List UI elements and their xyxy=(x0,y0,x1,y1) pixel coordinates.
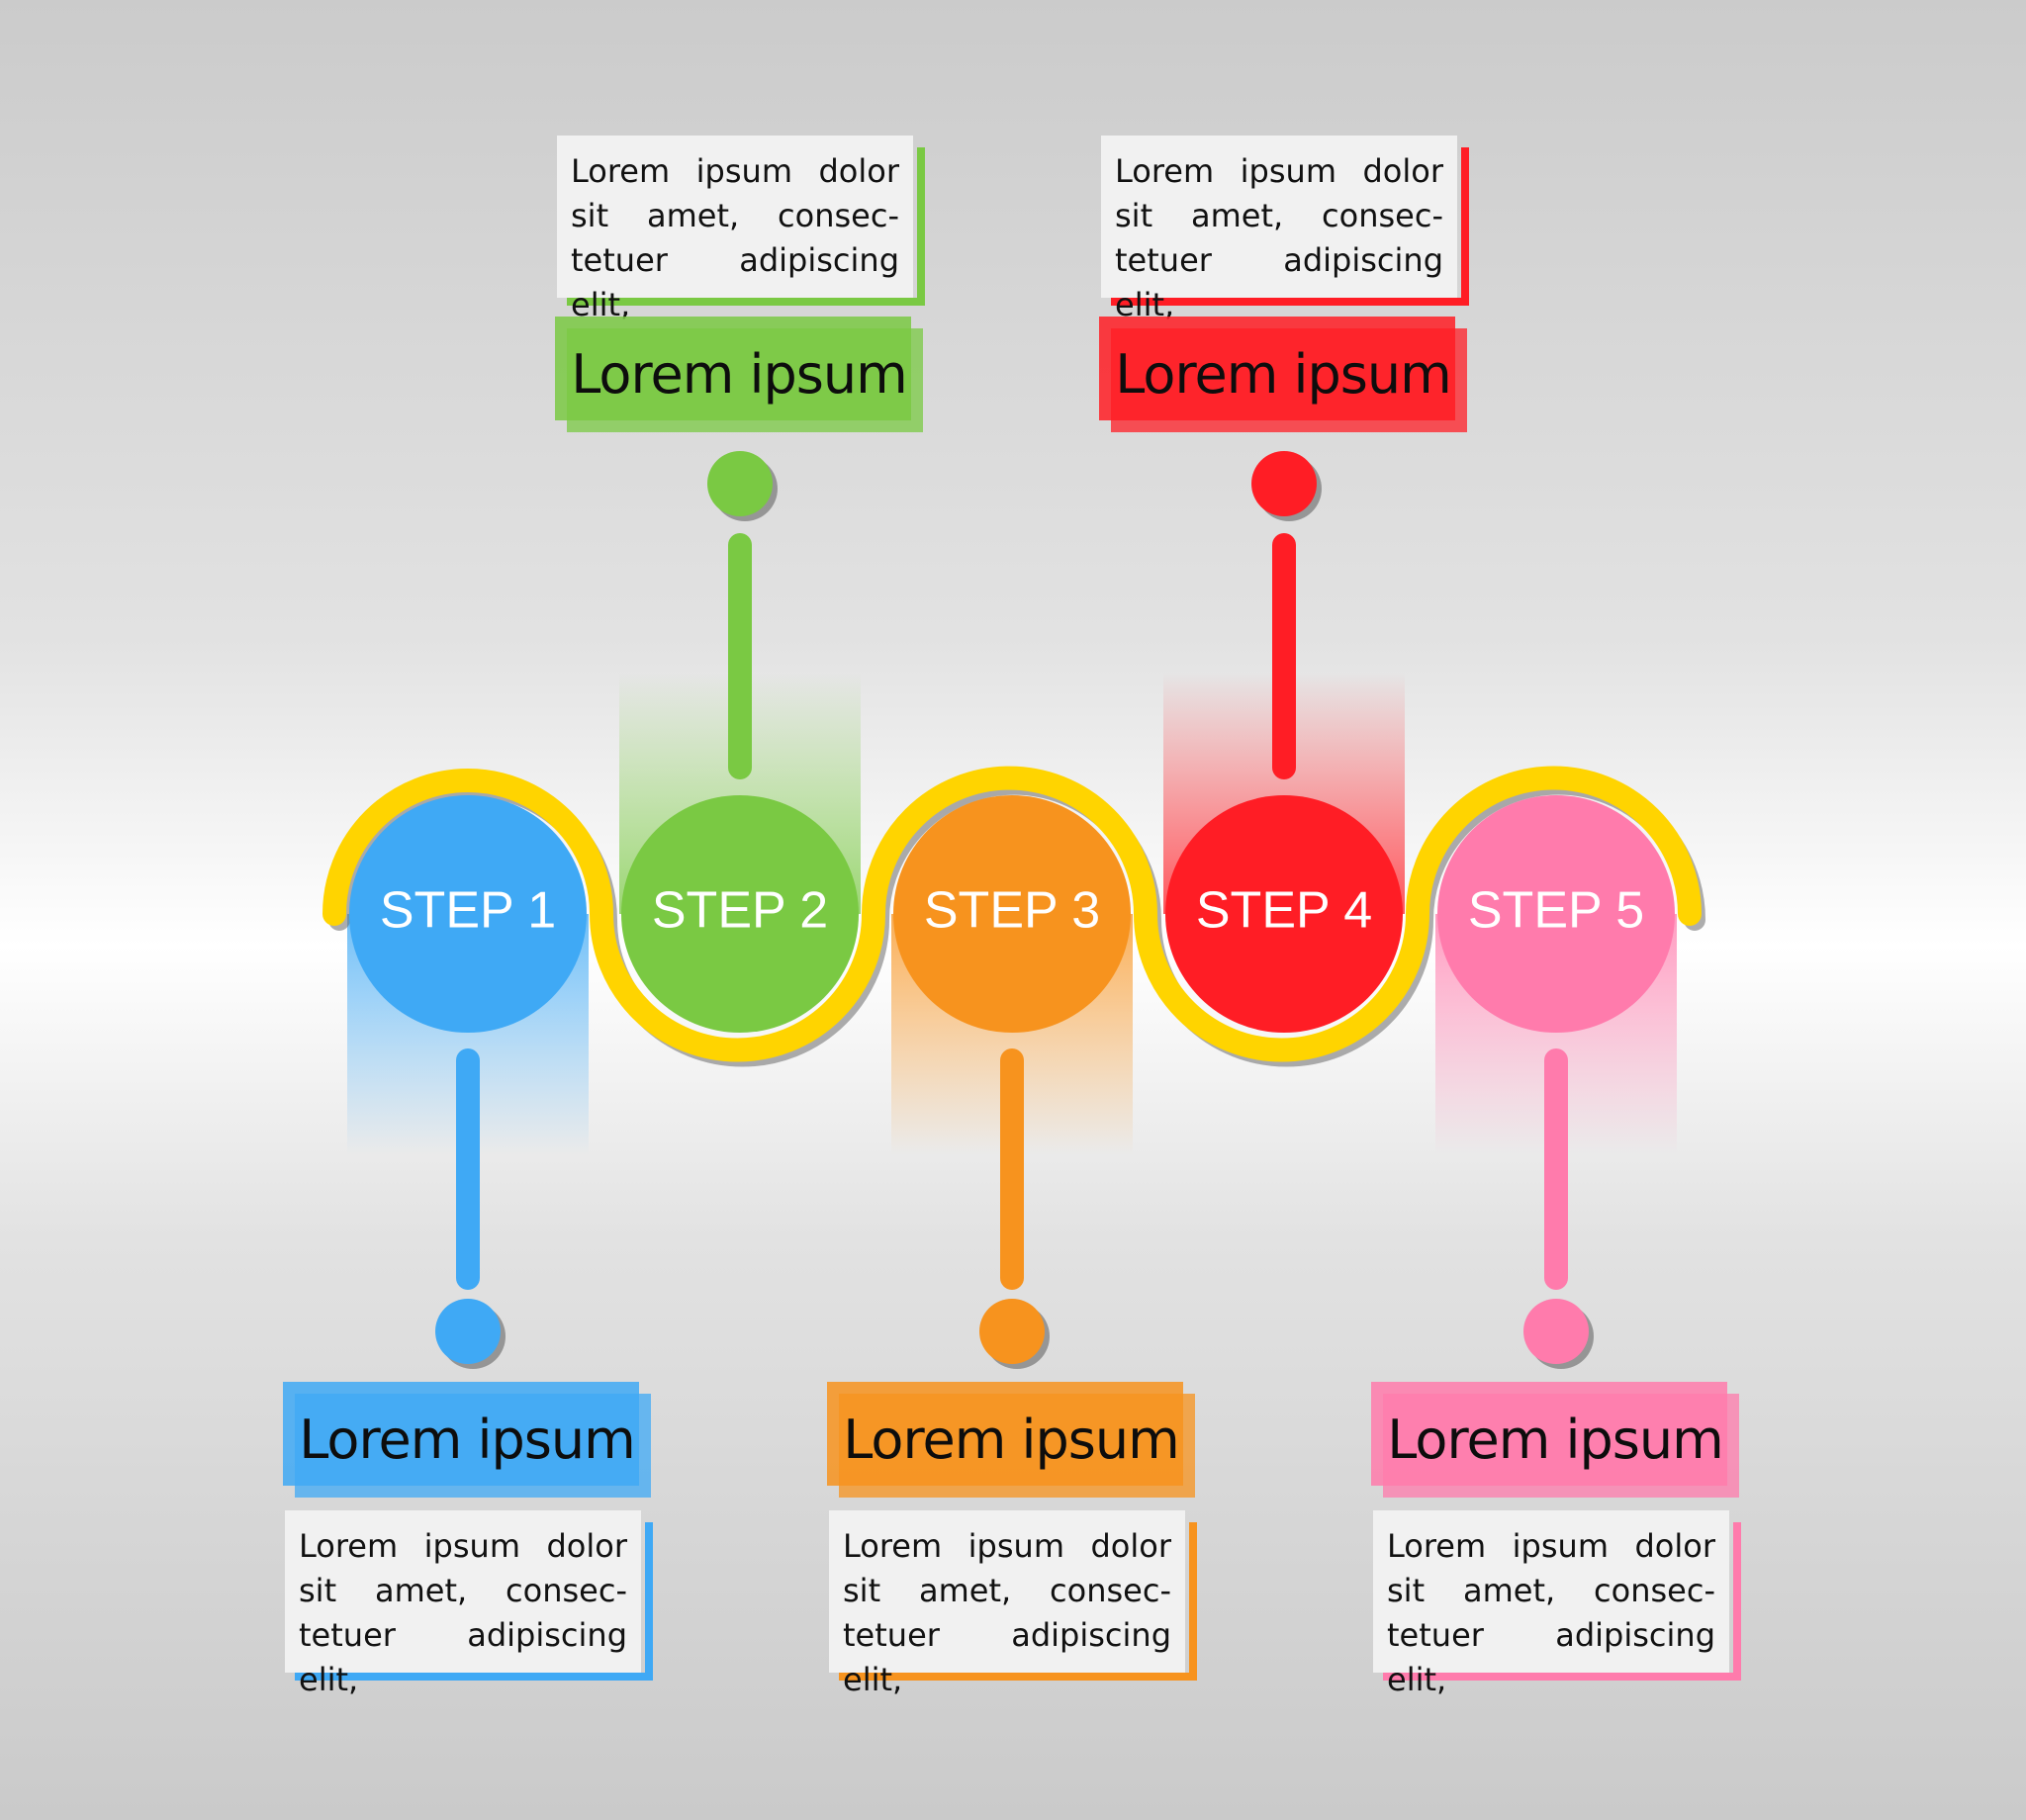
circle-layer: STEP 1 STEP 2 STEP 3 STEP 4 STEP 5 xyxy=(349,795,1675,1033)
step-2-title-front xyxy=(555,317,911,420)
description-line: Lorem ipsum dolor xyxy=(571,152,899,190)
step-5-title-box: Lorem ipsum xyxy=(1371,1382,1739,1498)
description-line: sit amet, consec- xyxy=(571,197,899,234)
step-5-description-text: Lorem ipsum dolor sit amet, consec-tetuer… xyxy=(1373,1510,1729,1698)
step-4-dot xyxy=(1251,451,1317,516)
step-1-title-front xyxy=(283,1382,639,1486)
step-4-label: STEP 4 xyxy=(1196,882,1372,940)
step-5-accent-bar-bottom xyxy=(1383,1673,1741,1681)
step-1-title-box: Lorem ipsum xyxy=(283,1382,651,1498)
step-3-accent-bar-bottom xyxy=(839,1673,1197,1681)
step-4-title: Lorem ipsum xyxy=(1115,343,1451,406)
step-5-description-box: Lorem ipsum dolor sit amet, consec-tetuer… xyxy=(1373,1510,1741,1698)
step-4-circle xyxy=(1165,795,1403,1033)
step-2-title-box: Lorem ipsum xyxy=(555,317,923,432)
step-2-circle xyxy=(621,795,859,1033)
step-5-dot xyxy=(1523,1299,1589,1364)
step-4-title-box: Lorem ipsum xyxy=(1099,317,1467,432)
description-line: tetuer adipiscing elit, xyxy=(1387,1616,1715,1698)
step-4-accent-bar-right xyxy=(1461,147,1469,306)
description-line: Lorem ipsum dolor xyxy=(843,1527,1171,1565)
description-line: tetuer adipiscing elit, xyxy=(1115,241,1443,323)
description-line: sit amet, consec- xyxy=(1115,197,1443,234)
step-2-description-box: Lorem ipsum dolor sit amet, consec-tetuer… xyxy=(557,136,925,323)
step-3-description-box: Lorem ipsum dolor sit amet, consec-tetuer… xyxy=(829,1510,1197,1698)
description-line: sit amet, consec- xyxy=(299,1572,627,1609)
connector-layer xyxy=(435,451,1594,1369)
description-line: tetuer adipiscing elit, xyxy=(571,241,899,323)
step-5-label: STEP 5 xyxy=(1468,882,1644,940)
description-line: tetuer adipiscing elit, xyxy=(299,1616,627,1698)
step-3-description-text: Lorem ipsum dolor sit amet, consec-tetuer… xyxy=(829,1510,1185,1698)
step-4-description-text: Lorem ipsum dolor sit amet, consec-tetuer… xyxy=(1101,136,1457,323)
description-line: Lorem ipsum dolor xyxy=(1115,152,1443,190)
step-4-accent-bar-bottom xyxy=(1111,298,1469,306)
description-line: sit amet, consec- xyxy=(843,1572,1171,1609)
step-2-accent-bar-bottom xyxy=(567,298,925,306)
step-1-accent-bar-right xyxy=(645,1522,653,1681)
step-2-description-text: Lorem ipsum dolor sit amet, consec-tetuer… xyxy=(557,136,913,323)
step-1-description-box: Lorem ipsum dolor sit amet, consec-tetuer… xyxy=(285,1510,653,1698)
description-line: Lorem ipsum dolor xyxy=(1387,1527,1715,1565)
wave-layer xyxy=(322,766,1705,1067)
step-2-accent-bar-right xyxy=(917,147,925,306)
step-3-title-front xyxy=(827,1382,1183,1486)
step-3-label: STEP 3 xyxy=(924,882,1100,940)
step-3-title-box: Lorem ipsum xyxy=(827,1382,1195,1498)
step-5-circle xyxy=(1437,795,1675,1033)
step-1-label: STEP 1 xyxy=(380,882,556,940)
wave-line xyxy=(322,766,1702,1062)
step-3-circle xyxy=(893,795,1131,1033)
step-1-dot xyxy=(435,1299,501,1364)
step-3-title: Lorem ipsum xyxy=(843,1409,1179,1471)
step-2-label: STEP 2 xyxy=(652,882,828,940)
step-3-dot xyxy=(979,1299,1045,1364)
step-2-dot xyxy=(707,451,773,516)
step-3-accent-bar-right xyxy=(1189,1522,1197,1681)
step-1-description-text: Lorem ipsum dolor sit amet, consec-tetuer… xyxy=(285,1510,641,1698)
step-5-title: Lorem ipsum xyxy=(1387,1409,1723,1471)
step-4-title-front xyxy=(1099,317,1455,420)
step-2-title: Lorem ipsum xyxy=(571,343,907,406)
step-1-title: Lorem ipsum xyxy=(299,1409,635,1471)
description-line: sit amet, consec- xyxy=(1387,1572,1715,1609)
step-4-description-box: Lorem ipsum dolor sit amet, consec-tetuer… xyxy=(1101,136,1469,323)
step-5-accent-bar-right xyxy=(1733,1522,1741,1681)
description-line: tetuer adipiscing elit, xyxy=(843,1616,1171,1698)
description-line: Lorem ipsum dolor xyxy=(299,1527,627,1565)
step-1-circle xyxy=(349,795,587,1033)
step-5-title-front xyxy=(1371,1382,1727,1486)
step-1-accent-bar-bottom xyxy=(295,1673,653,1681)
